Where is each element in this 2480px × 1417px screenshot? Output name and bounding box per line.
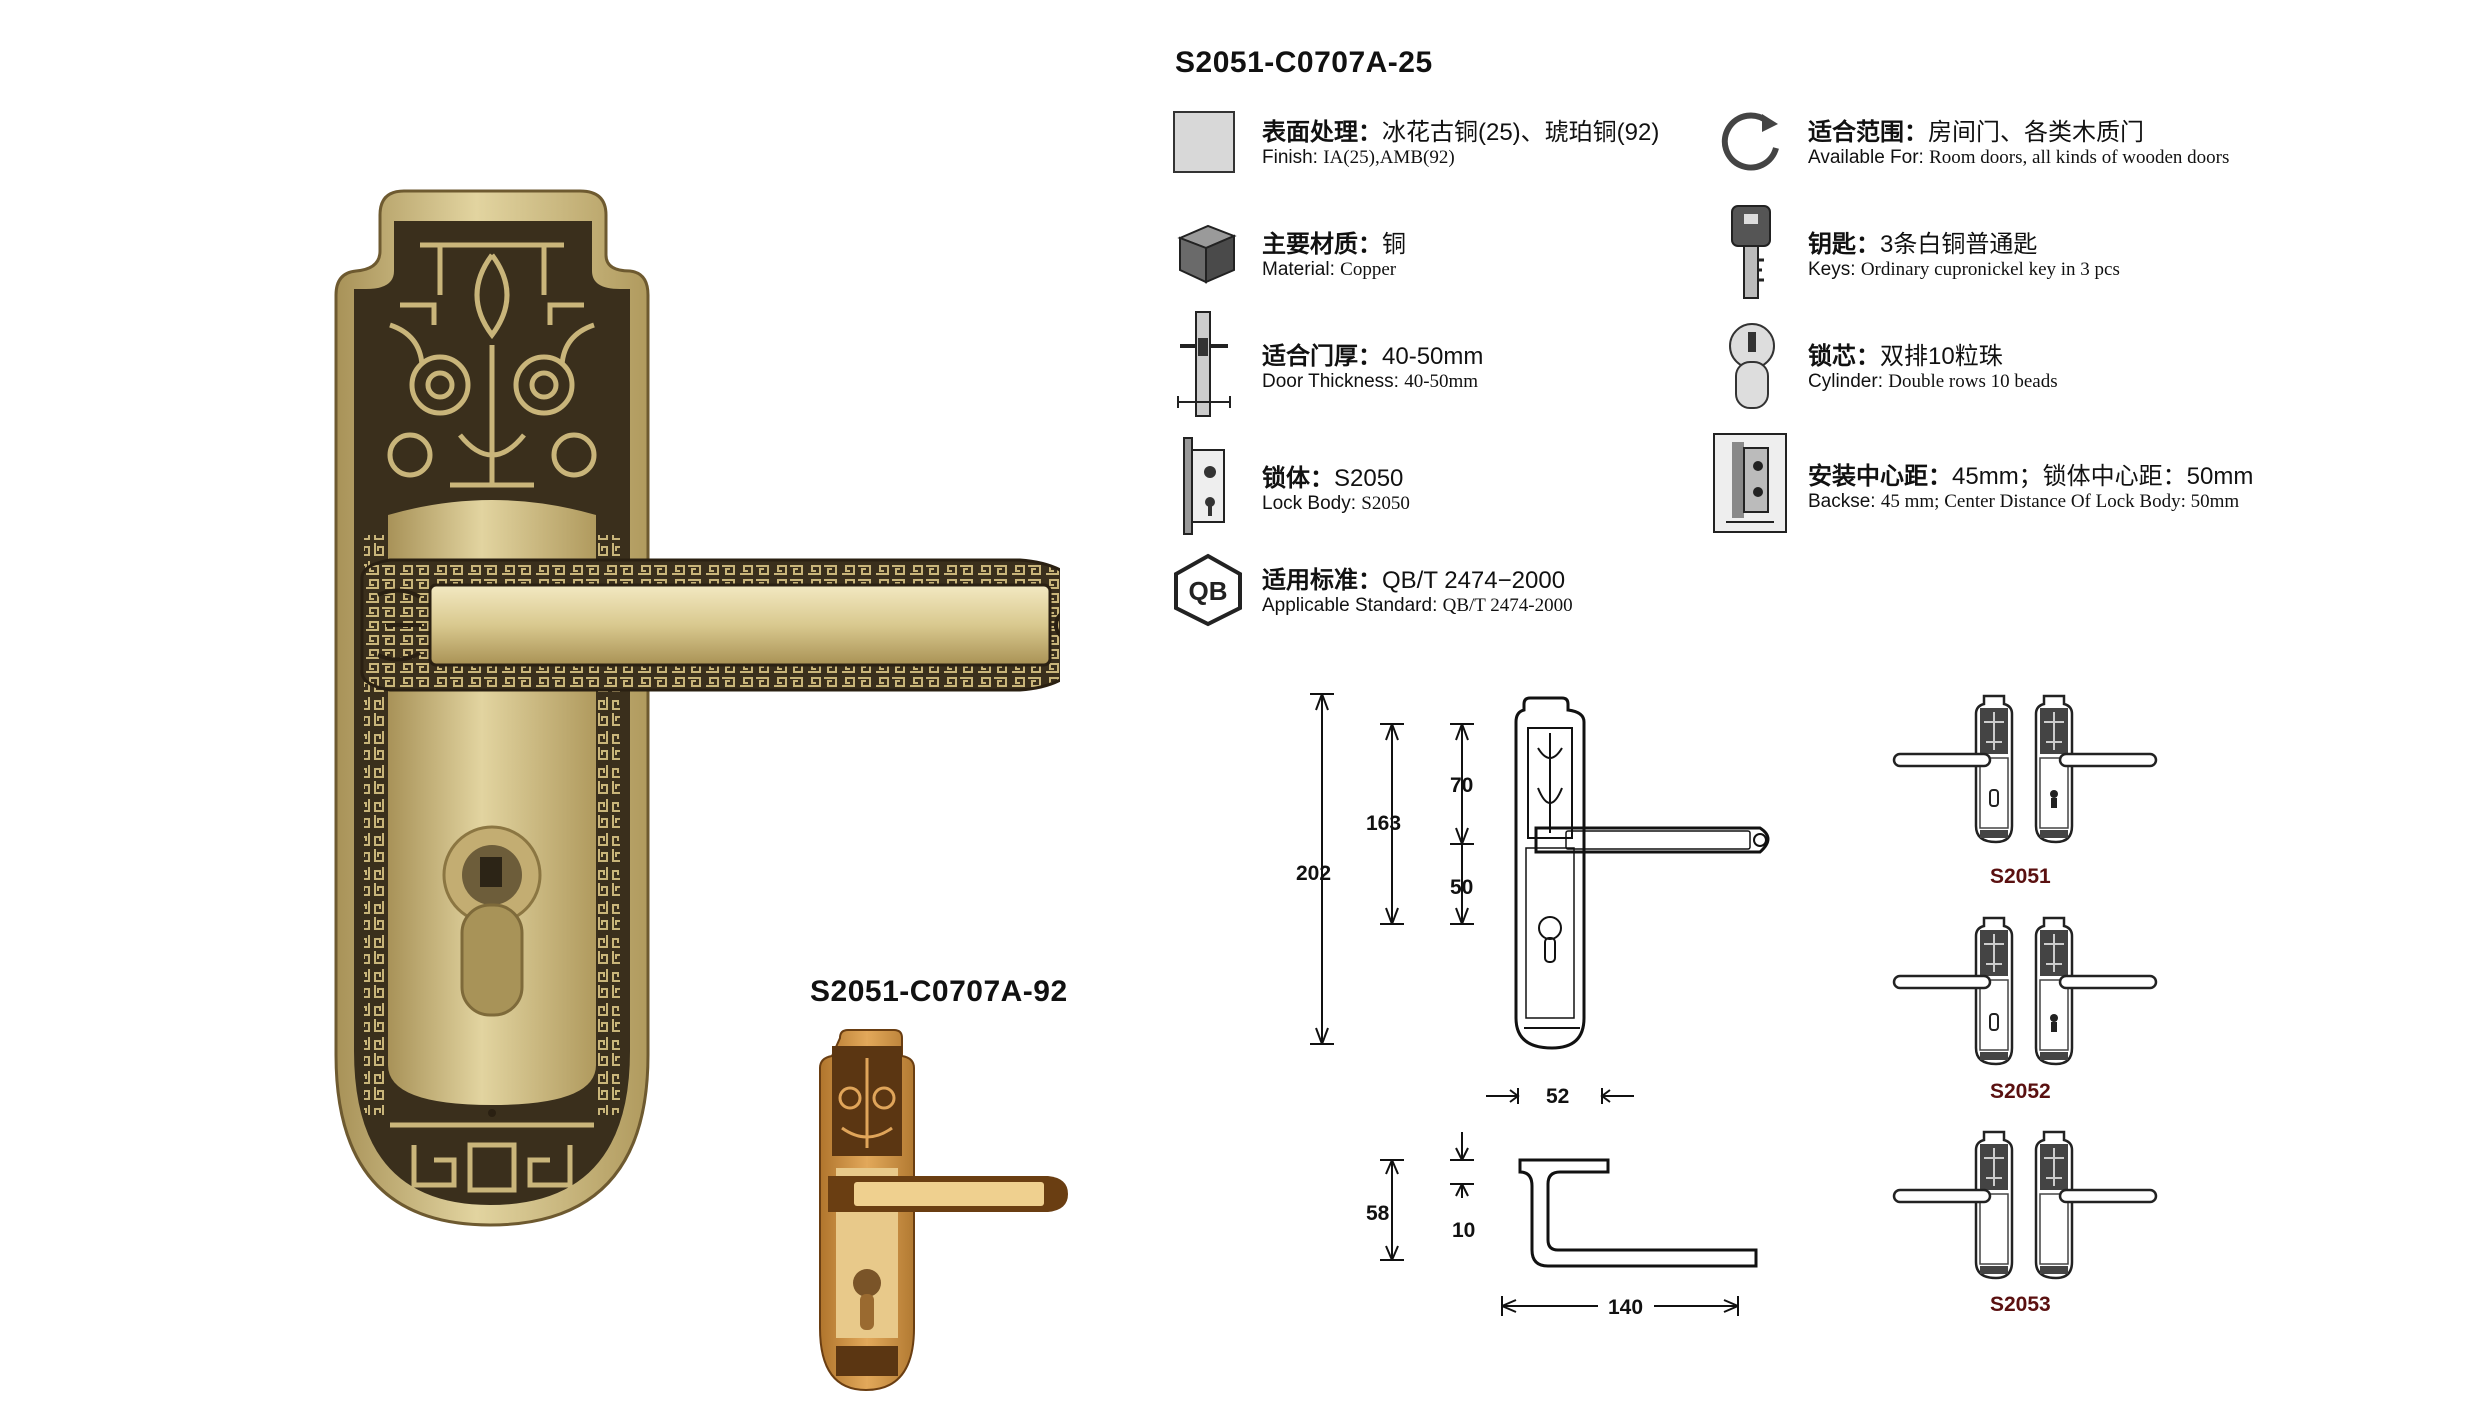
variant-label-s2051: S2051 [1990,865,2051,888]
spec-backset: 安装中心距：45mm；锁体中心距：50mm Backse: 45 mm; Cen… [1808,456,2253,513]
spec-label: 适合门厚： [1262,343,1382,370]
spec-door-thickness: 适合门厚：40-50mm Door Thickness: 40-50mm [1262,336,1483,393]
spec-finish: 表面处理：冰花古铜(25)、琥珀铜(92) Finish: IA(25),AMB… [1262,112,1659,169]
cylinder-icon [1729,323,1775,409]
spec-en-label: Door Thickness: [1262,371,1405,392]
variant-drawings [1892,694,2158,1280]
dim-overall-height: 202 [1296,862,1331,885]
spec-label: 安装中心距： [1808,463,1952,490]
dimension-drawing-lever: 58 10 140 [1366,1132,1758,1319]
variant-s2053-drawing [1892,1130,2158,1280]
spec-en-label: Material: [1262,259,1341,280]
finish-swatch-icon [1173,111,1235,173]
door-thickness-icon [1177,311,1231,417]
spec-label: 钥匙： [1808,231,1880,258]
dim-lower: 50 [1450,876,1473,899]
alt-model-title: S2051-C0707A-92 [810,975,1068,1008]
backset-icon [1713,433,1787,533]
key-icon [1731,205,1771,299]
spec-label: 锁芯： [1808,343,1880,370]
spec-value: 铜 [1382,231,1406,258]
spec-en-value: IA(25),AMB(92) [1323,147,1455,168]
variant-s2051-drawing [1892,694,2158,844]
spec-value: 房间门、各类木质门 [1928,119,2144,146]
variant-s2052-drawing [1892,916,2158,1066]
spec-value: 冰花古铜(25)、琥珀铜(92) [1382,119,1660,146]
qb-text: QB [1189,576,1228,606]
material-cube-icon [1177,224,1237,284]
spec-en-value: S2050 [1361,493,1410,514]
spec-en-label: Finish: [1262,147,1324,168]
spec-value: S2050 [1334,465,1404,492]
spec-en-label: Applicable Standard: [1262,595,1443,616]
spec-en-value: 45 mm; Center Distance Of Lock Body: 50m… [1880,491,2240,512]
spec-en-label: Backse: [1808,491,1881,512]
spec-en-label: Cylinder: [1808,371,1889,392]
spec-label: 适用标准： [1262,567,1382,594]
spec-en-value: Ordinary cupronickel key in 3 pcs [1860,259,2120,280]
spec-available-for: 适合范围：房间门、各类木质门 Available For: Room doors… [1808,112,2229,169]
spec-en-label: Available For: [1808,147,1930,168]
spec-value: 40-50mm [1382,343,1484,370]
spec-value: 45mm；锁体中心距：50mm [1952,463,2254,490]
spec-material: 主要材质：铜 Material: Copper [1262,224,1406,281]
spec-standard: 适用标准：QB/T 2474−2000 Applicable Standard:… [1262,560,1573,617]
variant-label-s2053: S2053 [1990,1293,2051,1316]
dim-lever-thickness: 10 [1452,1219,1475,1242]
spec-en-value: Copper [1340,259,1397,280]
spec-en-value: Double rows 10 beads [1888,371,2058,392]
spec-label: 主要材质： [1262,231,1382,258]
spec-label: 锁体： [1262,465,1334,492]
spec-en-value: Room doors, all kinds of wooden doors [1929,147,2230,168]
dimension-drawing-front: 202 163 70 50 52 [1296,693,1770,1108]
spec-value: 3条白铜普通匙 [1880,231,2038,258]
spec-value: QB/T 2474−2000 [1382,567,1566,594]
refresh-cycle-icon [1721,112,1779,171]
alt-product-image [819,1029,1068,1392]
lock-body-icon [1183,437,1225,535]
spec-en-value: 40-50mm [1404,371,1479,392]
qb-standard-icon: QB [1174,553,1242,627]
dim-lever-projection: 58 [1366,1202,1390,1225]
spec-cylinder: 锁芯：双排10粒珠 Cylinder: Double rows 10 beads [1808,336,2058,393]
main-model-title: S2051-C0707A-25 [1175,46,1433,79]
spec-en-value: QB/T 2474-2000 [1442,595,1573,616]
spec-keys: 钥匙：3条白铜普通匙 Keys: Ordinary cupronickel ke… [1808,224,2120,281]
main-product-image [334,189,1060,1227]
variant-label-s2052: S2052 [1990,1080,2051,1103]
spec-label: 适合范围： [1808,119,1928,146]
dim-upper: 70 [1450,774,1473,797]
dim-plate-width: 52 [1546,1085,1569,1108]
dim-lever-length: 140 [1608,1296,1643,1319]
spec-value: 双排10粒珠 [1880,343,2003,370]
spec-en-label: Keys: [1808,259,1861,280]
dim-hole-span: 163 [1366,812,1401,835]
spec-lock-body: 锁体：S2050 Lock Body: S2050 [1262,458,1410,515]
spec-en-label: Lock Body: [1262,493,1362,514]
spec-label: 表面处理： [1262,119,1382,146]
